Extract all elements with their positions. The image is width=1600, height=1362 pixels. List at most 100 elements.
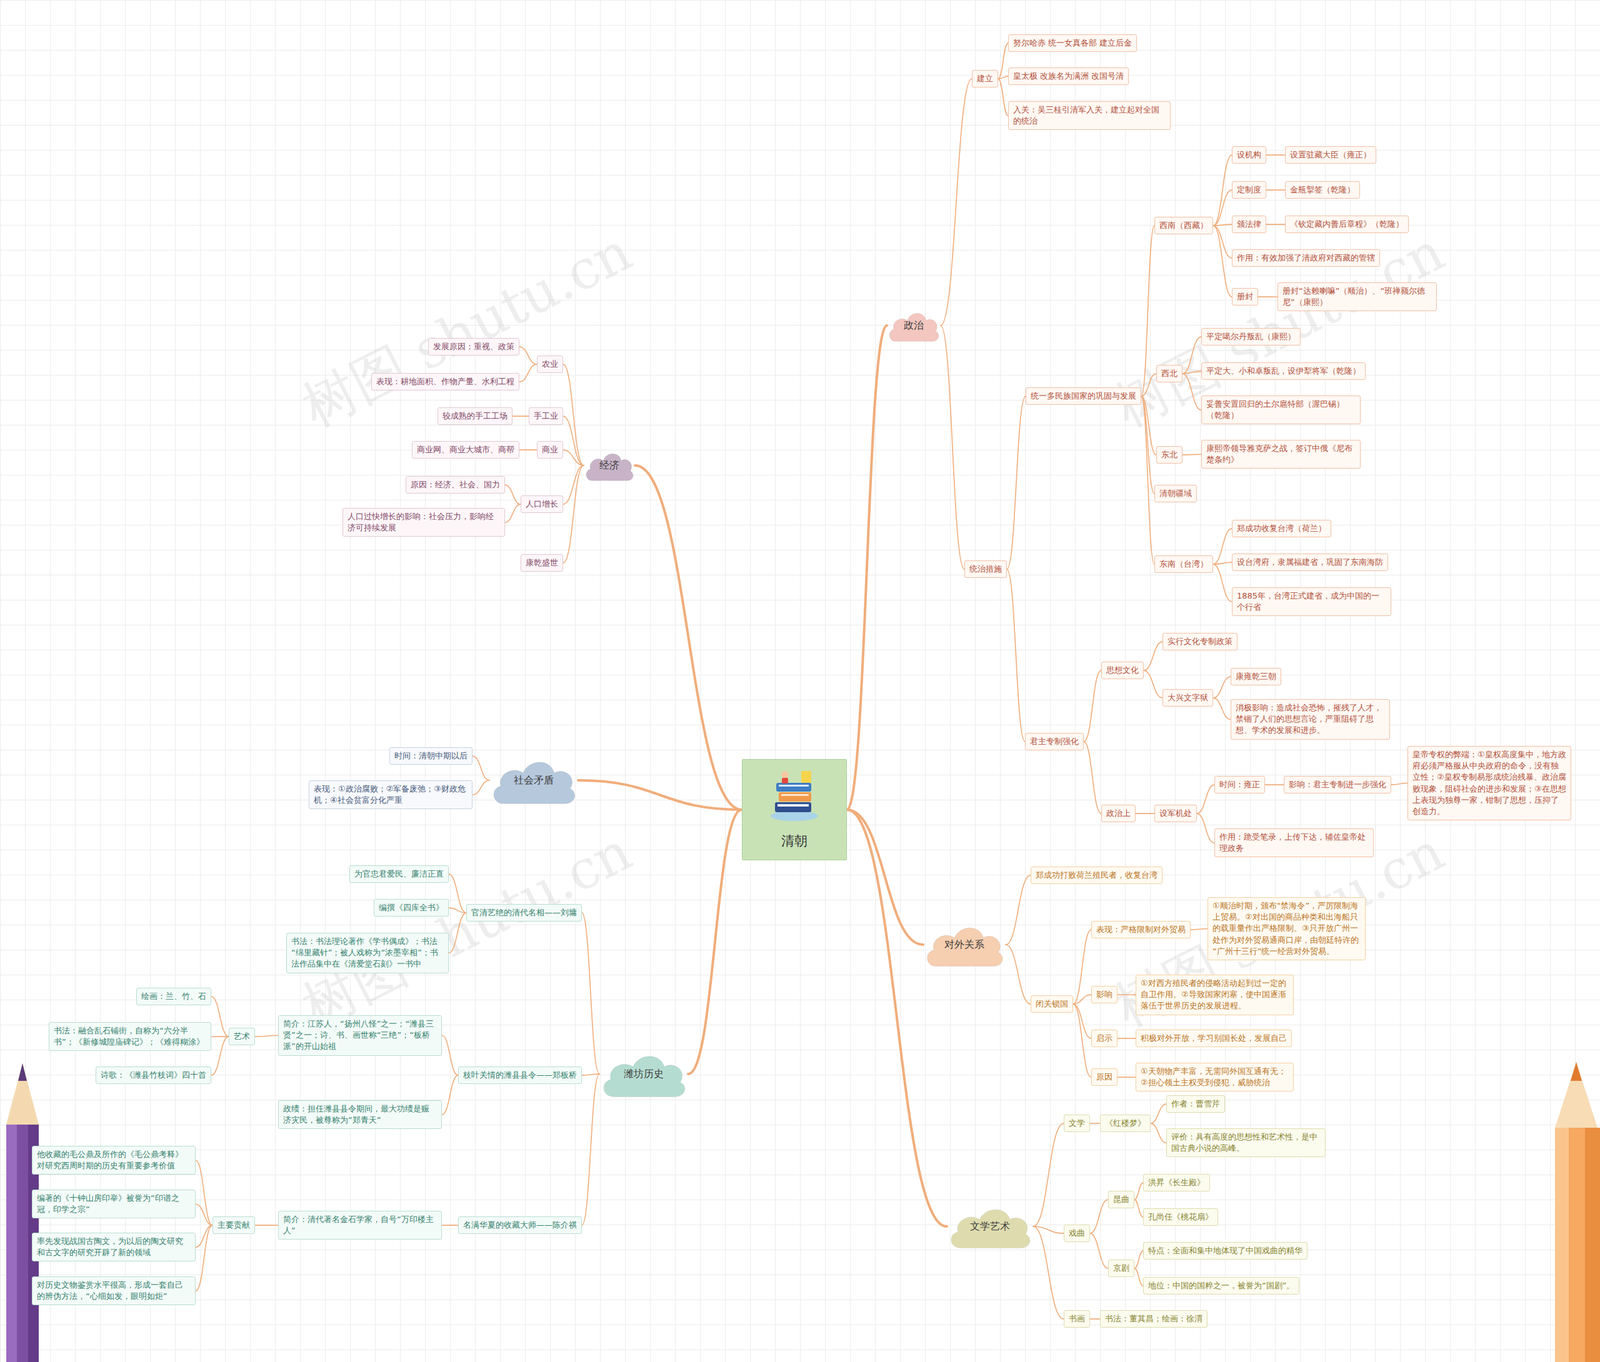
topic-box: 时间：清朝中期以后 <box>389 747 473 765</box>
topic-text: 1885年，台湾正式建省，成为中国的一个行省 <box>1236 590 1387 614</box>
topic-box: 册封 <box>1231 288 1259 306</box>
branch-line <box>1083 670 1102 742</box>
topic-text: 平定噶尔丹叛乱（康熙） <box>1206 331 1296 343</box>
branch-line <box>1143 670 1163 699</box>
topic-text: ①对西方殖民者的侵略活动起到过一定的自卫作用。②导致国家闭塞，使中国逐渐落伍于世… <box>1140 978 1289 1013</box>
books-illustration <box>766 766 823 823</box>
branch-line <box>1265 784 1284 786</box>
topic-text: 手工业 <box>533 410 559 422</box>
topic-text: 较成熟的手工工场 <box>442 410 508 422</box>
branch-line <box>1134 1251 1144 1269</box>
topic-text: 人口增长 <box>525 498 559 510</box>
topic-box: 评价：具有高度的思想性和艺术性，是中国古典小说的高峰。 <box>1166 1128 1326 1158</box>
topic-box: 实行文化专制政策 <box>1162 633 1238 651</box>
branch-line <box>1090 1123 1100 1125</box>
branch-line <box>195 1160 213 1226</box>
topic-box: 入关：吴三桂引清军入关，建立起对全国的统治 <box>1008 101 1171 130</box>
topic-box: 颁法律 <box>1231 215 1267 234</box>
topic-text: 原因：经济、社会、国力 <box>410 479 500 491</box>
topic-box: 名满华夏的收藏大师——陈介祺 <box>458 1216 582 1235</box>
branch-cloud: 社会矛盾 <box>489 755 579 806</box>
branch-line <box>441 1225 459 1227</box>
topic-box: 设置驻藏大臣（雍正） <box>1285 146 1377 164</box>
topic-box: 时间：雍正 <box>1214 776 1265 794</box>
topic-text: 东南（台湾） <box>1159 558 1209 570</box>
branch-line <box>1117 1076 1136 1079</box>
topic-box: 闭关锁国 <box>1030 995 1074 1014</box>
topic-text: 表现：严格限制对外贸易 <box>1096 924 1186 936</box>
branch-line <box>1213 564 1232 602</box>
topic-text: 设军机处 <box>1159 808 1192 820</box>
topic-box: 努尔哈赤 统一女真各部 建立后金 <box>1008 34 1137 52</box>
topic-text: 时间：雍正 <box>1219 779 1260 791</box>
branch-line <box>563 364 584 466</box>
topic-text: 文学 <box>1068 1118 1085 1130</box>
topic-text: 简介：清代著名金石学家，自号“万印楼主人” <box>283 1214 437 1237</box>
topic-box: 孔尚任《桃花扇》 <box>1143 1208 1219 1227</box>
topic-box: 消极影响：造成社会恐怖，摧残了人才，禁锢了人们的思想言论，严重阻碍了思想、学术的… <box>1230 699 1390 740</box>
topic-box: 人口增长 <box>520 495 564 514</box>
topic-text: 特点：全面和集中地体现了中国戏曲的精华 <box>1148 1245 1303 1257</box>
topic-text: 编撰《四库全书》 <box>378 902 444 914</box>
topic-text: 对外关系 <box>944 938 985 952</box>
topic-text: 书画 <box>1068 1313 1085 1325</box>
branch-line <box>255 1035 279 1037</box>
topic-box: ①天朝物产丰富，无需同外国互通有无；②担心领土主权受到侵犯，威胁统治 <box>1135 1063 1294 1092</box>
branch-line <box>195 1225 213 1292</box>
topic-box: 影响 <box>1091 986 1118 1004</box>
topic-text: 《钦定藏内善后章程》（乾隆） <box>1290 218 1404 230</box>
branch-line <box>581 913 600 1075</box>
topic-box: 绘画：兰、竹、石 <box>136 988 212 1006</box>
topic-text: 郑成功打败荷兰殖民者，收复台湾 <box>1035 870 1158 882</box>
topic-box: 设军机处 <box>1154 805 1197 823</box>
branch-line <box>846 325 887 810</box>
topic-text: 统治措施 <box>969 563 1002 575</box>
branch-cloud: 政治 <box>886 308 941 343</box>
branch-line <box>1213 225 1232 297</box>
branch-line <box>1033 1226 1064 1320</box>
topic-box: 妥善安置回归的土尔扈特部（渥巴锡）（乾隆） <box>1201 395 1361 425</box>
branch-line <box>441 1035 459 1076</box>
branch-line <box>635 465 742 810</box>
branch-line <box>1213 155 1232 226</box>
topic-box: 为官忠君爱民、廉洁正直 <box>349 865 449 884</box>
branch-line <box>1258 296 1278 298</box>
topic-box: 作用：跪受笔录，上传下达，辅佐皇帝处理政务 <box>1214 828 1374 858</box>
topic-text: 皇太极 改族名为满洲 改国号清 <box>1013 70 1124 82</box>
topic-text: 商业 <box>541 444 559 456</box>
branch-line <box>940 325 965 570</box>
topic-text: 影响 <box>1096 989 1113 1001</box>
topic-text: 戏曲 <box>1068 1228 1085 1240</box>
branch-line <box>505 504 521 523</box>
topic-text: 洪昇《长生殿》 <box>1148 1177 1205 1189</box>
topic-box: 原因 <box>1091 1068 1118 1087</box>
branch-line <box>1117 1038 1136 1040</box>
topic-text: 潍坊历史 <box>623 1067 664 1082</box>
topic-text: 孔尚任《桃花扇》 <box>1148 1211 1214 1224</box>
branch-line <box>211 996 229 1037</box>
branch-line <box>1213 528 1232 565</box>
topic-box: 积极对外开放，学习别国长处，发展自己 <box>1135 1030 1292 1048</box>
branch-line <box>1266 154 1285 156</box>
topic-text: 郑成功收复台湾（荷兰） <box>1236 523 1327 535</box>
topic-box: 1885年，台湾正式建省，成为中国的一个行省 <box>1231 587 1392 617</box>
topic-text: 康乾盛世 <box>525 557 559 569</box>
topic-text: 对历史文物鉴赏水平很高，形成一套自己的辨伪方法，“心细如发，眼明如炬” <box>36 1280 191 1303</box>
topic-box: 书法：书法理论著作《学书偶成》；书法“绵里藏针”；被人戏称为“浓墨宰相”；书法作… <box>286 933 449 974</box>
topic-box: 思想文化 <box>1101 661 1144 680</box>
topic-box: ①顺治时期，颁布“禁海令”，严厉限制海上贸易。②对出国的商品种类和出海船只的载重… <box>1207 897 1366 961</box>
branch-line <box>688 810 742 1075</box>
topic-box: 手工业 <box>528 407 564 425</box>
topic-text: 文学艺术 <box>970 1220 1010 1234</box>
topic-box: 表现：①政治腐败；②军备废弛；③财政危机；④社会贫富分化严重 <box>308 780 473 810</box>
branch-line <box>1117 994 1136 996</box>
branch-line <box>1141 373 1157 397</box>
topic-box: 原因：经济、社会、国力 <box>405 476 505 494</box>
branch-line <box>472 756 490 781</box>
topic-box: 作用：有效加强了清政府对西藏的管辖 <box>1231 249 1380 267</box>
topic-text: 艺术 <box>233 1031 250 1043</box>
topic-text: 率先发现战国古陶文，为以后的陶文研究和古文字的研究开辟了新的领域 <box>36 1236 191 1259</box>
topic-box: 启示 <box>1091 1030 1118 1048</box>
